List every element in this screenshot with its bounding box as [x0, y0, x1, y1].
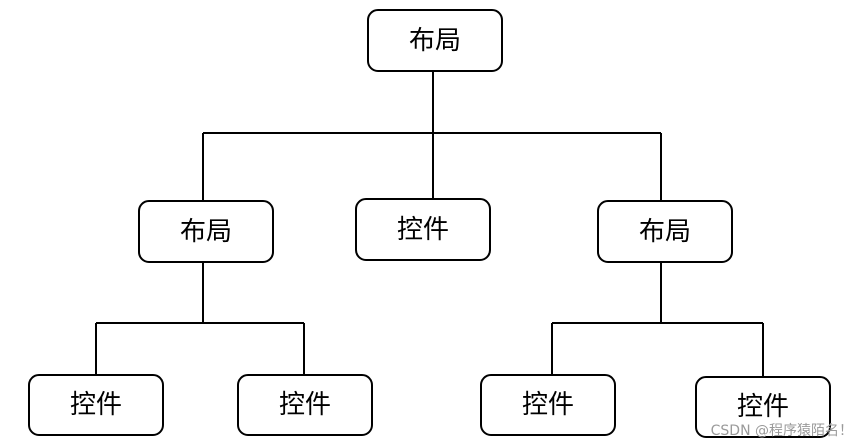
- layout-node-left: 布局: [138, 200, 274, 263]
- csdn-watermark: CSDN @程序猿陌名！: [710, 423, 853, 439]
- control-node-3-box: [480, 374, 616, 436]
- root-node-label: 布局: [409, 26, 461, 56]
- control-node-3: 控件: [480, 374, 616, 436]
- control-node-4: 控件: [695, 376, 831, 438]
- control-node-2: 控件: [237, 374, 373, 436]
- control-node-4-label: 控件: [737, 392, 789, 422]
- layout-node-left-box: [138, 200, 274, 263]
- control-node-1: 控件: [28, 374, 164, 436]
- control-node-4-box: [695, 376, 831, 438]
- control-node-3-label: 控件: [522, 390, 574, 420]
- control-node-1-label: 控件: [70, 390, 122, 420]
- control-node-middle-box: [355, 198, 491, 261]
- connectors: [95, 71, 764, 377]
- control-node-middle: 控件: [355, 198, 491, 261]
- root-node-box: [367, 9, 503, 72]
- root-node: 布局: [367, 9, 503, 72]
- layout-node-right: 布局: [597, 200, 733, 263]
- control-node-2-label: 控件: [279, 390, 331, 420]
- layout-node-left-label: 布局: [180, 217, 232, 247]
- layout-node-right-label: 布局: [639, 217, 691, 247]
- control-node-1-box: [28, 374, 164, 436]
- control-node-2-box: [237, 374, 373, 436]
- control-node-middle-label: 控件: [397, 215, 449, 245]
- layout-node-right-box: [597, 200, 733, 263]
